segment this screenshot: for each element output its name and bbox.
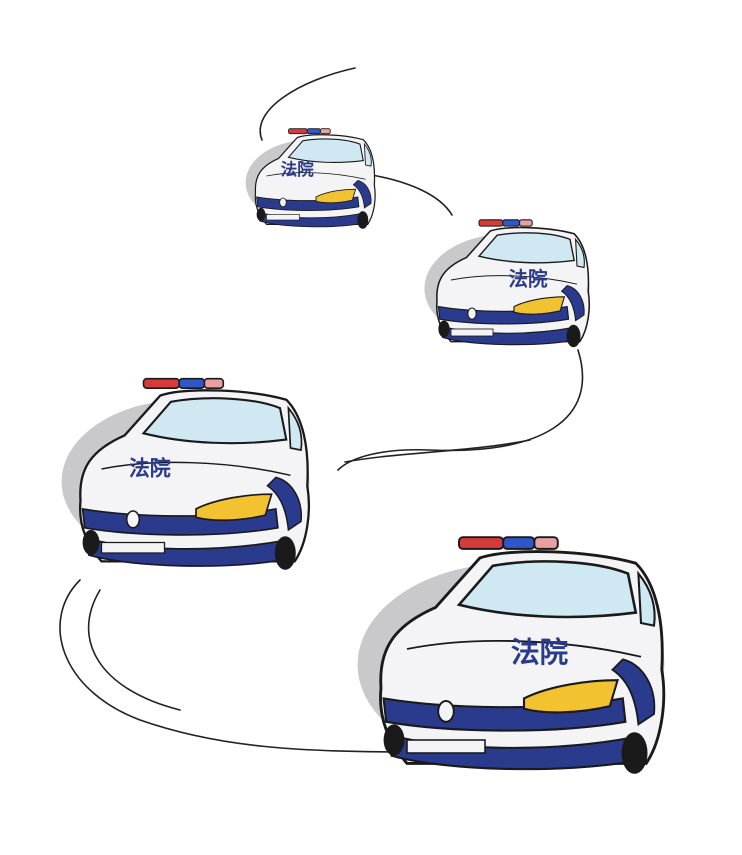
motion-lines <box>59 67 584 753</box>
car-3-door-text: 法院 <box>129 456 171 480</box>
car-2-door-text: 法院 <box>508 268 548 291</box>
car-1-door-text: 法院 <box>281 159 315 179</box>
police-car-1: 法院 <box>244 128 377 230</box>
police-car-2: 法院 <box>423 219 591 348</box>
police-car-3: 法院 <box>60 377 311 571</box>
car-4-door-text: 法院 <box>511 635 569 669</box>
police-car-4: 法院 <box>356 535 666 776</box>
